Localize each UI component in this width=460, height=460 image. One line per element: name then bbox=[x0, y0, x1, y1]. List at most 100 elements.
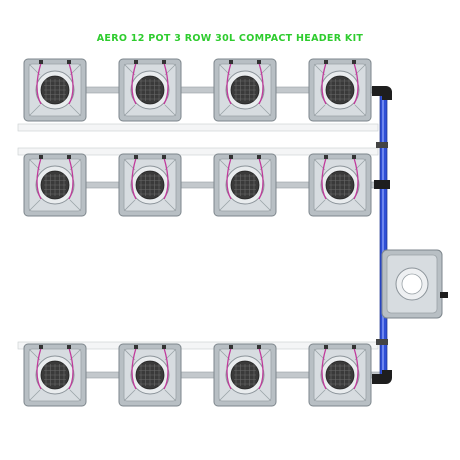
drip-line bbox=[321, 157, 327, 200]
drip-line bbox=[321, 347, 327, 390]
drip-line bbox=[163, 62, 169, 105]
drip-line bbox=[226, 347, 232, 390]
lid-ridge bbox=[259, 104, 272, 117]
dripper-icon bbox=[67, 60, 71, 64]
rail-strip bbox=[17, 341, 379, 350]
pot bbox=[213, 153, 277, 217]
lid-ridge bbox=[69, 199, 82, 212]
clip-icon bbox=[376, 142, 388, 148]
lid-ridge bbox=[69, 389, 82, 402]
lid-ridge bbox=[164, 389, 177, 402]
lid-ridge bbox=[28, 389, 41, 402]
drip-line bbox=[163, 157, 169, 200]
dripper-icon bbox=[324, 345, 328, 349]
drip-line bbox=[226, 62, 232, 105]
drip-line bbox=[36, 347, 42, 390]
clip-icon bbox=[376, 339, 388, 345]
manifold-highlight bbox=[382, 92, 384, 380]
pot bbox=[213, 58, 277, 122]
pot bbox=[23, 343, 87, 407]
tank-outlet-icon bbox=[440, 292, 448, 298]
drip-line bbox=[36, 157, 42, 200]
pot bbox=[118, 153, 182, 217]
pot-grid bbox=[23, 58, 372, 407]
tank-cap bbox=[401, 273, 423, 295]
pot bbox=[308, 58, 372, 122]
dripper-icon bbox=[352, 155, 356, 159]
lid-ridge bbox=[123, 104, 136, 117]
dripper-icon bbox=[67, 155, 71, 159]
dripper-icon bbox=[229, 60, 233, 64]
dripper-icon bbox=[39, 155, 43, 159]
elbow-top-icon bbox=[372, 86, 392, 100]
lid-ridge bbox=[164, 199, 177, 212]
dripper-icon bbox=[324, 155, 328, 159]
lid-ridge bbox=[28, 199, 41, 212]
tee-connector-icon bbox=[374, 180, 390, 189]
dripper-icon bbox=[162, 155, 166, 159]
lid-ridge bbox=[28, 104, 41, 117]
drip-line bbox=[258, 347, 264, 390]
elbow-bottom-icon bbox=[372, 370, 392, 384]
lid-ridge bbox=[218, 199, 231, 212]
dripper-icon bbox=[67, 345, 71, 349]
drip-line bbox=[36, 62, 42, 105]
pot bbox=[118, 58, 182, 122]
rail-strip bbox=[17, 123, 379, 132]
dripper-icon bbox=[257, 345, 261, 349]
dripper-icon bbox=[134, 345, 138, 349]
dripper-icon bbox=[134, 155, 138, 159]
lid-ridge bbox=[69, 104, 82, 117]
drip-line bbox=[226, 157, 232, 200]
lid-ridge bbox=[354, 104, 367, 117]
dripper-icon bbox=[162, 345, 166, 349]
drip-line bbox=[163, 347, 169, 390]
pot bbox=[308, 153, 372, 217]
lid-ridge bbox=[164, 104, 177, 117]
lid-ridge bbox=[218, 389, 231, 402]
drip-line bbox=[258, 62, 264, 105]
diagram-title: AERO 12 POT 3 ROW 30L COMPACT HEADER KIT bbox=[96, 33, 364, 44]
dripper-icon bbox=[229, 155, 233, 159]
lid-ridge bbox=[313, 199, 326, 212]
lid-ridge bbox=[354, 389, 367, 402]
dripper-icon bbox=[162, 60, 166, 64]
dripper-icon bbox=[39, 60, 43, 64]
drip-line bbox=[353, 157, 359, 200]
lid-ridge bbox=[259, 389, 272, 402]
drip-line bbox=[353, 347, 359, 390]
pot bbox=[213, 343, 277, 407]
lid-ridge bbox=[354, 199, 367, 212]
pipework bbox=[17, 86, 392, 384]
pot bbox=[23, 58, 87, 122]
drip-line bbox=[353, 62, 359, 105]
dripper-icon bbox=[39, 345, 43, 349]
dripper-icon bbox=[324, 60, 328, 64]
lid-ridge bbox=[259, 199, 272, 212]
pot bbox=[308, 343, 372, 407]
drip-line bbox=[321, 62, 327, 105]
rail-strip bbox=[17, 147, 379, 156]
lid-ridge bbox=[313, 104, 326, 117]
pot bbox=[118, 343, 182, 407]
drip-line bbox=[68, 62, 74, 105]
lid-ridge bbox=[313, 389, 326, 402]
drip-line bbox=[131, 62, 137, 105]
lid-ridge bbox=[123, 199, 136, 212]
lid-ridge bbox=[123, 389, 136, 402]
drip-line bbox=[131, 347, 137, 390]
dripper-icon bbox=[134, 60, 138, 64]
lid-ridge bbox=[218, 104, 231, 117]
drip-line bbox=[258, 157, 264, 200]
drip-line bbox=[68, 347, 74, 390]
reservoir-tank bbox=[381, 249, 448, 319]
pot bbox=[23, 153, 87, 217]
dripper-icon bbox=[229, 345, 233, 349]
dripper-icon bbox=[352, 60, 356, 64]
dripper-icon bbox=[257, 60, 261, 64]
dripper-icon bbox=[257, 155, 261, 159]
dripper-icon bbox=[352, 345, 356, 349]
drip-line bbox=[68, 157, 74, 200]
drip-line bbox=[131, 157, 137, 200]
